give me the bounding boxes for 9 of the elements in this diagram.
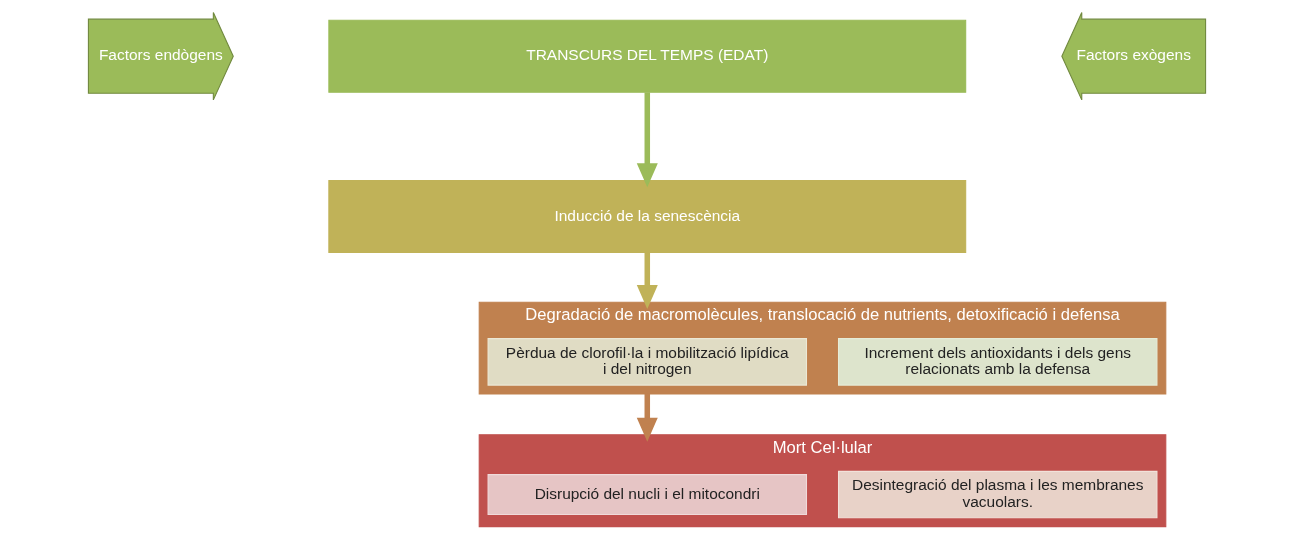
node-box: Inducció de la senescència <box>328 180 967 253</box>
node-box: Disrupció del nucli i el mitocondri <box>487 474 808 515</box>
arrow <box>636 252 658 310</box>
arrow <box>636 92 658 188</box>
node-box: Pèrdua de clorofil·la i mobilització lipídica i del nitrogen <box>487 338 808 386</box>
node-box: TRANSCURS DEL TEMPS (EDAT) <box>328 19 967 93</box>
node-box: Increment dels antioxidants i dels gens relacionats amb la defensa <box>838 338 1158 386</box>
node-box: Desintegració del plasma i les membranes vacuolars. <box>838 470 1158 519</box>
arrow <box>636 393 658 442</box>
